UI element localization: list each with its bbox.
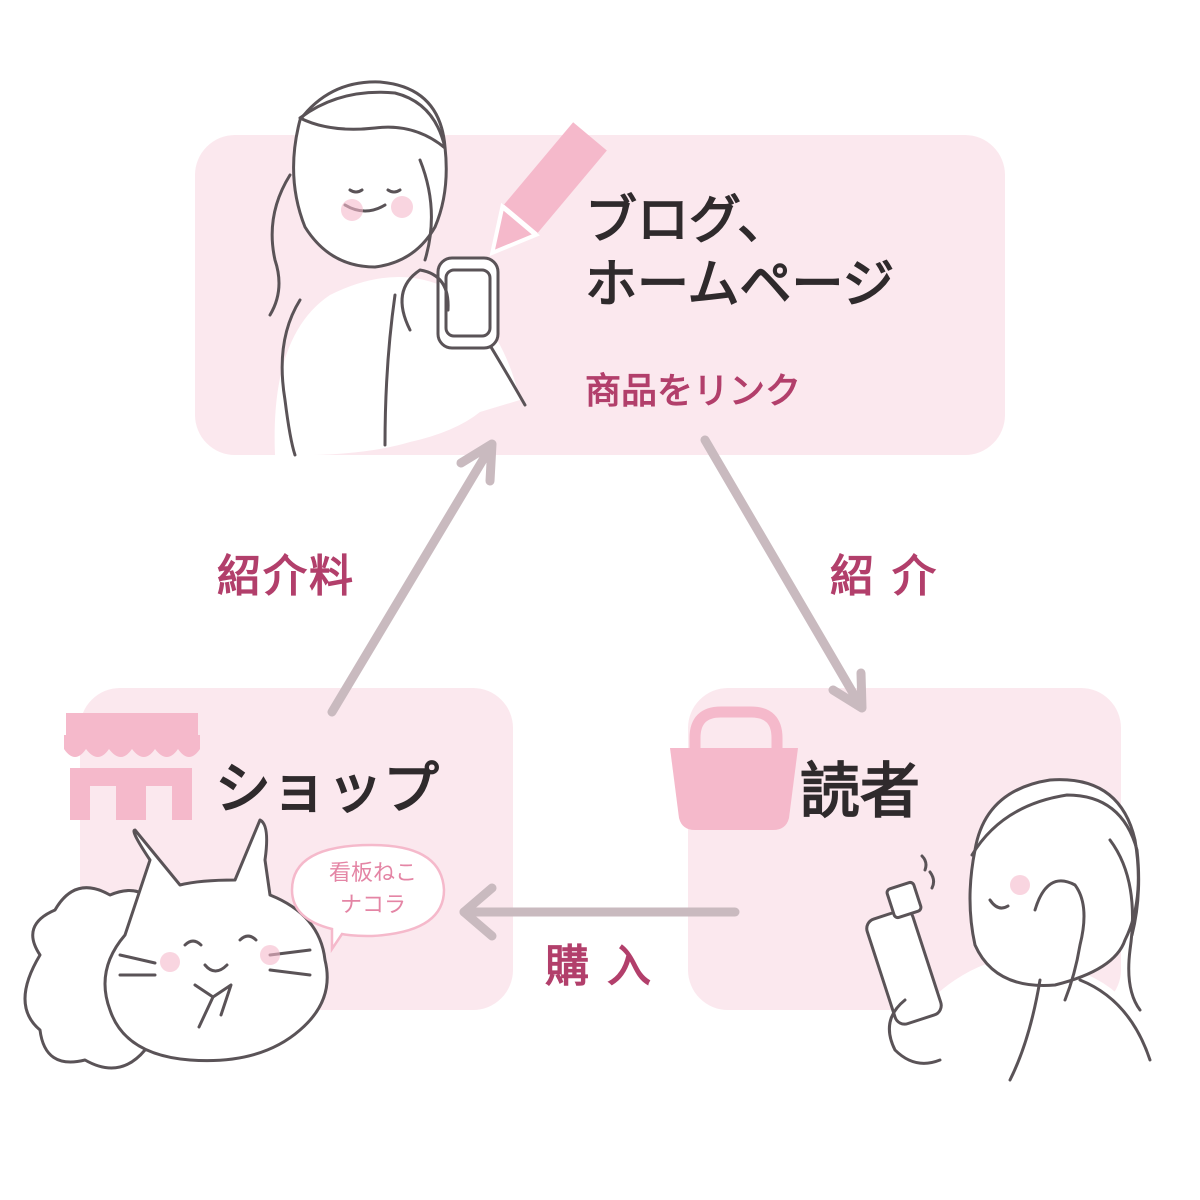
blog-title-line2: ホームページ — [585, 254, 895, 315]
woman-with-lotion-illustration — [865, 778, 1152, 1082]
cat-mascot-illustration — [23, 818, 329, 1070]
blog-title-line1: ブログ、 — [585, 191, 790, 251]
arrow-reader-to-shop — [459, 883, 740, 941]
bubble-line1: 看板ねこ — [328, 861, 417, 886]
arrow-shop-to-blog — [327, 439, 497, 717]
pencil-icon — [489, 122, 607, 257]
speech-bubble — [290, 843, 446, 954]
bubble-line2: ナコラ — [339, 892, 406, 918]
edge-label-commission: 紹介料 — [217, 551, 355, 602]
speech-bubble-text: 看板ねこ ナコラ — [318, 858, 428, 922]
edge-label-introduction: 紹介 — [830, 551, 954, 602]
arrow-blog-to-reader — [700, 435, 867, 713]
woman-with-phone-illustration — [268, 80, 527, 457]
shopping-bag-icon — [670, 706, 798, 830]
shop-node-title: ショップ — [215, 757, 439, 822]
blog-node-title: ブログ、 ホームページ — [585, 191, 895, 320]
reader-node-title: 読者 — [800, 757, 920, 827]
blog-node-subtitle: 商品をリンク — [585, 371, 802, 412]
edge-label-purchase: 購入 — [545, 941, 669, 992]
storefront-icon — [64, 713, 200, 820]
